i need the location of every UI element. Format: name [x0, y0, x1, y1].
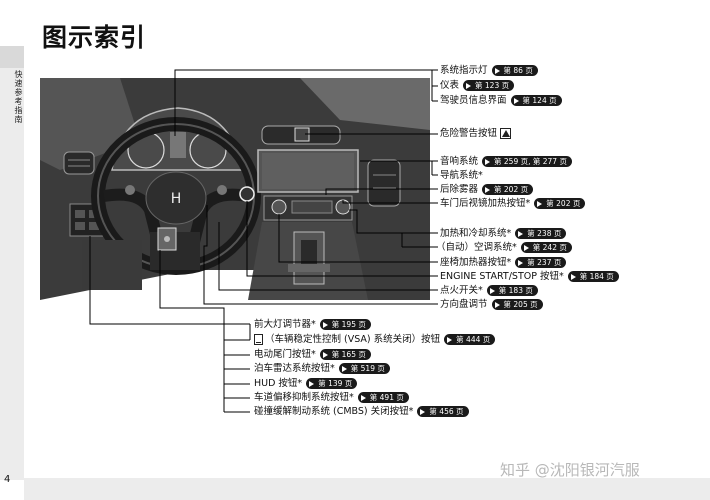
- arrow-right-icon: [518, 230, 524, 237]
- label-audio-system: 音响系统 第 259 页, 第 277 页: [440, 155, 572, 168]
- label-system-indicators: 系统指示灯 第 86 页: [440, 64, 538, 77]
- page-ref-badge[interactable]: 第 259 页, 第 277 页: [482, 156, 572, 167]
- arrow-right-icon: [537, 200, 543, 207]
- bottom-bar: [24, 478, 710, 500]
- page-ref-badge[interactable]: 第 165 页: [319, 349, 371, 360]
- label-auto-climate: （自动）空调系统* 第 242 页: [436, 241, 572, 254]
- arrow-right-icon: [513, 97, 519, 104]
- label-ignition-switch: 点火开关* 第 183 页: [440, 284, 538, 297]
- page-number: 4: [4, 474, 11, 485]
- label-heating-cooling: 加热和冷却系统* 第 238 页: [440, 227, 567, 240]
- label-hud-button: HUD 按钮* 第 139 页: [254, 377, 358, 390]
- arrow-right-icon: [341, 365, 347, 372]
- page-ref-badge[interactable]: 第 123 页: [463, 80, 515, 91]
- page-ref-badge[interactable]: 第 205 页: [491, 299, 543, 310]
- label-navigation-system: 导航系统*: [440, 170, 483, 181]
- label-vsa-off-button: （车辆稳定性控制 (VSA) 系统关闭）按钮 第 444 页: [254, 333, 496, 346]
- label-parking-sensor-button: 泊车雷达系统按钮* 第 519 页: [254, 362, 390, 375]
- page-ref-badge[interactable]: 第 444 页: [444, 334, 496, 345]
- page-title: 图示索引: [42, 23, 147, 52]
- label-power-tailgate-button: 电动尾门按钮* 第 165 页: [254, 348, 371, 361]
- page-ref-badge[interactable]: 第 202 页: [534, 198, 586, 209]
- page-ref-badge[interactable]: 第 456 页: [417, 406, 469, 417]
- arrow-right-icon: [570, 273, 576, 280]
- arrow-right-icon: [360, 394, 366, 401]
- arrow-right-icon: [523, 244, 529, 251]
- page-ref-badge[interactable]: 第 238 页: [515, 228, 567, 239]
- page-ref-badge[interactable]: 第 519 页: [338, 363, 390, 374]
- arrow-right-icon: [447, 336, 453, 343]
- label-hazard-button: 危险警告按钮: [440, 127, 512, 140]
- label-rear-defroster: 后除雾器 第 202 页: [440, 183, 534, 196]
- label-steering-adjust: 方向盘调节 第 205 页: [440, 298, 543, 311]
- page-ref-badge[interactable]: 第 202 页: [482, 184, 534, 195]
- arrow-right-icon: [420, 408, 426, 415]
- page-ref-badge[interactable]: 第 491 页: [357, 392, 409, 403]
- watermark: 知乎 @沈阳银河汽服: [500, 461, 640, 479]
- side-strip: [0, 68, 24, 480]
- arrow-right-icon: [322, 351, 328, 358]
- side-tab: [0, 46, 24, 68]
- page-ref-badge[interactable]: 第 184 页: [567, 271, 619, 282]
- label-gauges: 仪表 第 123 页: [440, 79, 515, 92]
- page-ref-badge[interactable]: 第 242 页: [520, 242, 572, 253]
- label-headlight-adjuster: 前大灯调节器* 第 195 页: [254, 318, 371, 331]
- label-seat-heater-button: 座椅加热器按钮* 第 237 页: [440, 256, 567, 269]
- label-engine-start-stop: ENGINE START/STOP 按钮* 第 184 页: [440, 270, 619, 283]
- arrow-right-icon: [309, 380, 315, 387]
- page-ref-badge[interactable]: 第 139 页: [306, 378, 358, 389]
- arrow-right-icon: [485, 158, 491, 165]
- page-ref-badge[interactable]: 第 237 页: [515, 257, 567, 268]
- page-ref-badge[interactable]: 第 195 页: [319, 319, 371, 330]
- page-ref-badge[interactable]: 第 183 页: [486, 285, 538, 296]
- arrow-right-icon: [489, 287, 495, 294]
- label-driver-info-interface: 驾驶员信息界面 第 124 页: [440, 94, 562, 107]
- svg-text:H: H: [171, 191, 182, 207]
- label-cmbs-off-button: 碰撞缓解制动系统 (CMBS) 关闭按钮* 第 456 页: [254, 405, 469, 418]
- side-label: 快速参考指南: [14, 70, 23, 124]
- vsa-off-icon: [254, 334, 263, 345]
- page-ref-badge[interactable]: 第 124 页: [510, 95, 562, 106]
- label-mirror-heater-button: 车门后视镜加热按钮* 第 202 页: [440, 197, 586, 210]
- hazard-triangle-icon: [500, 128, 512, 139]
- arrow-right-icon: [518, 259, 524, 266]
- arrow-right-icon: [322, 321, 328, 328]
- arrow-right-icon: [485, 186, 491, 193]
- arrow-right-icon: [494, 301, 500, 308]
- label-lane-keeping-button: 车道偏移抑制系统按钮* 第 491 页: [254, 391, 409, 404]
- arrow-right-icon: [494, 67, 500, 74]
- page-ref-badge[interactable]: 第 86 页: [491, 65, 538, 76]
- arrow-right-icon: [466, 82, 472, 89]
